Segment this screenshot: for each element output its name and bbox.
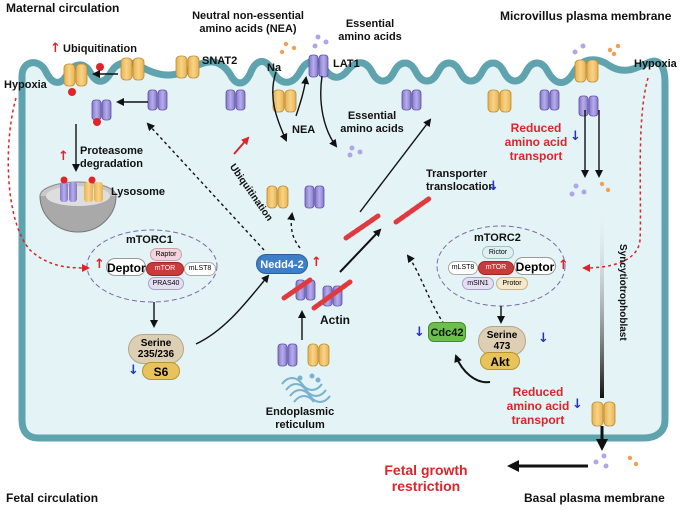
hypoxia-right-path — [582, 77, 649, 272]
snat2-label: SNAT2 — [202, 55, 238, 67]
mtorc1-raptor: Raptor — [150, 248, 182, 261]
translocation-down-arrow-icon: ↓ — [488, 179, 499, 194]
essential-top-label: Essential amino acids — [338, 18, 402, 43]
pathway-arrows — [72, 70, 603, 384]
ubiquitination-label: Ubiquitination — [63, 43, 137, 55]
lat1-label: LAT1 — [333, 58, 360, 70]
actin-filaments — [281, 195, 433, 311]
nea-title-label: Neutral non-essential amino acids (NEA) — [192, 10, 304, 35]
s6-down-arrow-icon: ↓ — [128, 363, 139, 378]
akt-serine-site: Serine 473 — [478, 326, 526, 356]
mtorc1-pras40: PRAS40 — [148, 277, 184, 290]
reduced-top-down-arrow-icon: ↓ — [570, 129, 581, 144]
actin-label: Actin — [320, 313, 350, 327]
basal-membrane-label: Basal plasma membrane — [524, 491, 665, 505]
reduced-transport-top-label: Reduced amino acid transport — [504, 121, 568, 163]
deptor1-up-arrow-icon: ↑ — [94, 257, 105, 272]
proteasome-up-arrow-icon: ↑ — [58, 149, 69, 164]
membrane-transporters — [63, 54, 616, 427]
mtorc2-msin1: mSIN1 — [462, 277, 494, 290]
nea-label: NEA — [292, 124, 316, 136]
lysosome-label: Lysosome — [111, 186, 166, 198]
cdc42-protein: Cdc42 — [428, 322, 466, 342]
deptor2-up-arrow-icon: ↑ — [558, 258, 569, 273]
nedd4-2-protein: Nedd4-2 — [256, 254, 308, 274]
mtorc1-title: mTORC1 — [126, 234, 173, 246]
mtorc1-deptor: Deptor — [106, 258, 146, 276]
essential-inner-label: Essential amino acids — [340, 110, 404, 135]
endoplasmic-reticulum-label: Endoplasmic reticulum — [265, 406, 335, 431]
ubiquitination-up-red-arrow — [233, 136, 250, 155]
lysosome — [39, 176, 117, 233]
s6-serine-site: Serine 235/236 — [128, 334, 184, 364]
mtorc2-rictor: Rictor — [482, 246, 514, 259]
serine473-down-arrow-icon: ↓ — [538, 331, 549, 346]
sodium-label: Na — [267, 62, 282, 74]
proteasome-label: Proteasome degradation — [80, 145, 143, 170]
reduced-transport-bottom-label: Reduced amino acid transport — [506, 385, 570, 427]
nedd-up-arrow-icon: ↑ — [311, 255, 322, 270]
microvillus-membrane-label: Microvillus plasma membrane — [500, 9, 672, 23]
mtorc2-deptor: Deptor — [514, 257, 556, 275]
reduced-bottom-down-arrow-icon: ↓ — [572, 397, 583, 412]
endoplasmic-reticulum — [281, 373, 331, 403]
mtorc1-mtor: mTOR — [146, 262, 184, 276]
transport-fade-column — [600, 198, 604, 398]
amino-acid-dots — [279, 34, 639, 469]
transporter-translocation-label: Transporter translocation — [426, 168, 496, 193]
syncytiotrophoblast-label: Syncytiotrophoblast — [617, 244, 628, 341]
ubiquitination-up-arrow-icon: ↑ — [50, 41, 61, 56]
hypoxia-right-label: Hypoxia — [634, 58, 677, 70]
hypoxia-left-path — [7, 97, 90, 272]
fetal-growth-restriction-label: Fetal growth restriction — [384, 462, 468, 495]
mtorc2-mlst8: mLST8 — [448, 261, 478, 275]
mtorc2-title: mTORC2 — [474, 232, 521, 244]
mtorc1-mlst8: mLST8 — [184, 262, 216, 276]
maternal-circulation-label: Maternal circulation — [6, 1, 120, 15]
mtorc2-mtor: mTOR — [478, 261, 514, 275]
hypoxia-left-label: Hypoxia — [4, 79, 47, 91]
cdc42-down-arrow-icon: ↓ — [414, 325, 425, 340]
mtorc2-protor: Protor — [496, 277, 528, 290]
akt-protein: Akt — [480, 352, 520, 370]
s6-protein: S6 — [142, 362, 180, 380]
fetal-circulation-label: Fetal circulation — [6, 491, 99, 505]
